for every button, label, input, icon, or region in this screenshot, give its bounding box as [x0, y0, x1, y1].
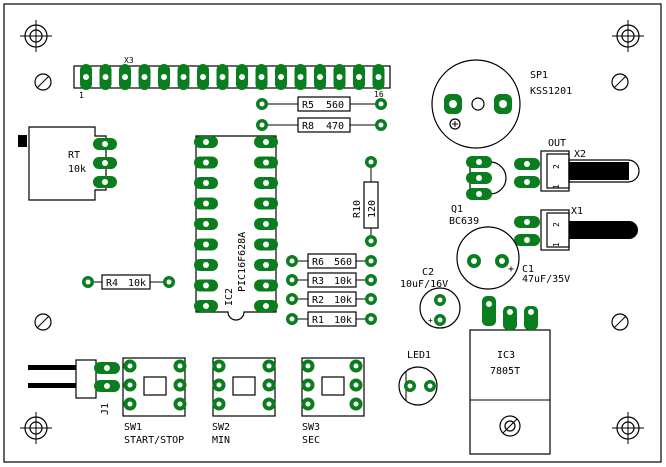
buzzer-sp1: SP1 KSS1201 — [431, 59, 572, 149]
resistor-r3: R3 10k — [286, 272, 377, 288]
r4-ref: R4 — [106, 278, 118, 289]
x3-pin-first: 1 — [79, 91, 84, 100]
c1-ref: C1 — [522, 264, 534, 275]
c2-ref: C2 — [422, 267, 434, 278]
rt-ref: RT — [68, 150, 80, 161]
r5-value: 560 — [326, 100, 344, 111]
screw-right-top — [611, 73, 629, 91]
resistor-r4: R4 10k — [82, 274, 175, 290]
sw1-value: START/STOP — [124, 435, 184, 446]
q1-ref: Q1 — [451, 204, 463, 215]
ic3-ref: IC3 — [497, 350, 515, 361]
capacitor-c2: + C2 10uF/16V — [400, 267, 461, 329]
screw-right-bottom — [611, 313, 629, 331]
ic3-value: 7805T — [490, 366, 520, 377]
c2-plus: + — [428, 316, 433, 325]
r8-ref: R8 — [302, 121, 314, 132]
r2-value: 10k — [334, 295, 352, 306]
x2-ref: X2 — [574, 149, 586, 160]
x1-pin-b: 1 — [552, 242, 561, 247]
r10-ref: R10 — [352, 200, 363, 218]
led1-ref: LED1 — [407, 350, 431, 361]
screw-left-bottom — [34, 313, 52, 331]
connector-j1: J1 — [28, 359, 120, 415]
ic2-ref: IC2 — [224, 288, 235, 306]
screw-left-top — [34, 73, 52, 91]
resistor-r1: R1 10k — [286, 311, 377, 327]
q1-value: BC639 — [449, 216, 479, 227]
c2-value: 10uF/16V — [400, 279, 448, 290]
mounting-hole-bottom-left — [20, 412, 52, 444]
board-outline — [3, 3, 662, 463]
switch-sw3: SW3 SEC — [301, 357, 365, 446]
x3-ref: X3 — [124, 56, 134, 65]
j1-ref: J1 — [100, 403, 111, 415]
sw2-value: MIN — [212, 435, 230, 446]
r6-ref: R6 — [312, 257, 324, 268]
connector-x1: X1 2 1 — [514, 206, 638, 251]
switch-sw1: SW1 START/STOP — [122, 357, 187, 446]
r8-value: 470 — [326, 121, 344, 132]
r3-ref: R3 — [312, 276, 324, 287]
sw3-value: SEC — [302, 435, 320, 446]
r3-value: 10k — [334, 276, 352, 287]
resistor-r5: R5 560 — [256, 96, 387, 112]
sw2-ref: SW2 — [212, 422, 230, 433]
transistor-q1: Q1 BC639 — [449, 156, 507, 227]
c1-value: 47uF/35V — [522, 274, 570, 285]
x3-pin-last: 16 — [374, 90, 384, 99]
ic2-pic: IC2 PIC16F628A — [194, 135, 278, 321]
sw3-ref: SW3 — [302, 422, 320, 433]
mounting-hole-top-right — [612, 20, 644, 52]
x2-pin-a: 2 — [552, 164, 561, 169]
x2-title: OUT — [548, 138, 566, 149]
mounting-hole-bottom-right — [612, 412, 644, 444]
r2-ref: R2 — [312, 295, 324, 306]
x1-pin-a: 2 — [552, 222, 561, 227]
resistor-r2: R2 10k — [286, 291, 377, 307]
rt-value: 10k — [68, 164, 86, 175]
connector-x2: OUT X2 2 1 — [514, 138, 640, 192]
x2-pin-b: 1 — [552, 184, 561, 189]
sp1-value: KSS1201 — [530, 86, 572, 97]
regulator-ic3: IC3 7805T — [469, 296, 551, 455]
sp1-ref: SP1 — [530, 70, 548, 81]
sw1-ref: SW1 — [124, 422, 142, 433]
ic2-value: PIC16F628A — [237, 232, 248, 292]
r5-ref: R5 — [302, 100, 314, 111]
connector-x3: X3 1 16 — [73, 56, 391, 100]
trimmer-rt: RT 10k — [18, 126, 117, 201]
switch-sw2: SW2 MIN — [212, 357, 276, 446]
resistor-r8: R8 470 — [256, 117, 387, 133]
x1-ref: X1 — [571, 206, 583, 217]
resistor-r6: R6 560 — [286, 253, 377, 269]
r1-ref: R1 — [312, 315, 324, 326]
resistor-r10: R10 120 — [352, 156, 379, 247]
r1-value: 10k — [334, 315, 352, 326]
led-led1: LED1 — [398, 350, 438, 406]
r10-value: 120 — [367, 200, 378, 218]
c1-plus: + — [508, 264, 514, 275]
r6-value: 560 — [334, 257, 352, 268]
capacitor-c1: + C1 47uF/35V — [456, 226, 570, 290]
mounting-hole-top-left — [20, 20, 52, 52]
r4-value: 10k — [128, 278, 146, 289]
